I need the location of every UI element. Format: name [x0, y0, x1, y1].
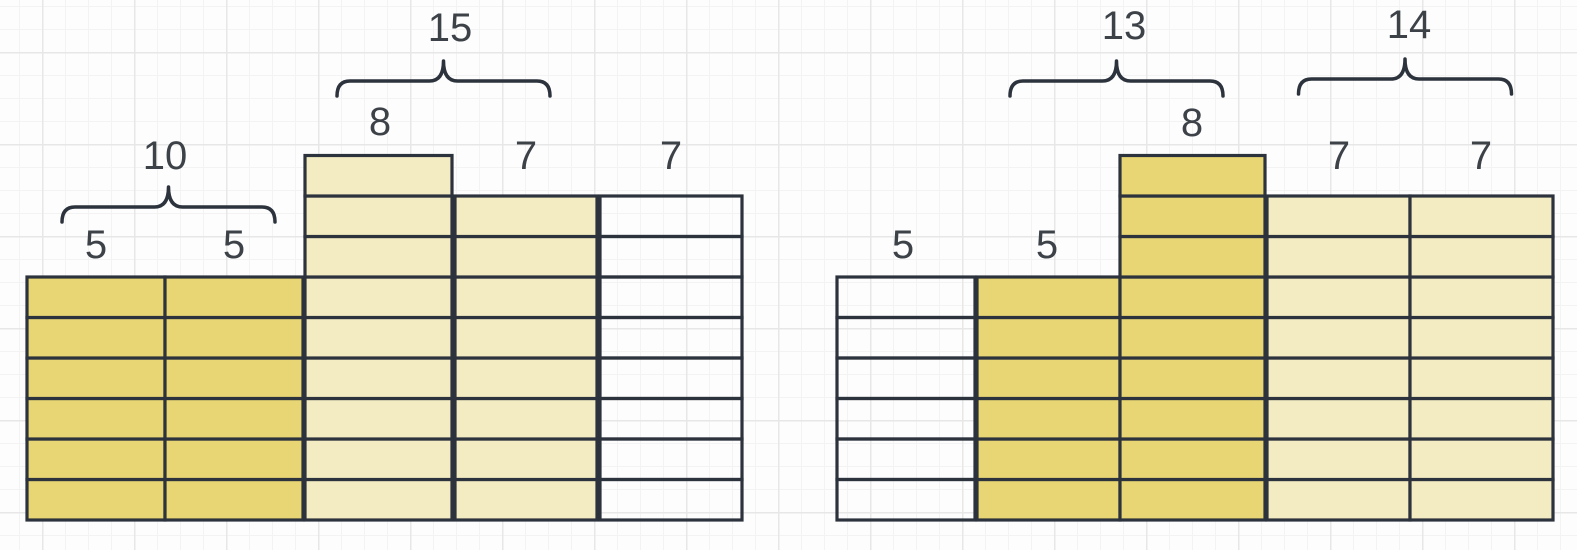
column-count-label: 5	[1036, 223, 1058, 267]
grouping-brace	[1008, 59, 1225, 98]
tile-cell-right-col4[interactable]	[1265, 437, 1412, 482]
tile-cell-left-col1[interactable]	[25, 356, 167, 401]
tile-cell-left-col5[interactable]	[598, 234, 744, 279]
tile-cell-right-col5[interactable]	[1408, 477, 1555, 522]
brace-sum-label: 14	[1387, 3, 1432, 47]
tile-cell-left-col2[interactable]	[163, 437, 305, 482]
tile-cell-left-col4[interactable]	[453, 437, 599, 482]
tile-cell-left-col5[interactable]	[598, 396, 744, 441]
tile-cell-right-col2[interactable]	[975, 275, 1122, 320]
column-count-label: 7	[660, 134, 682, 178]
brace-sum-label: 13	[1102, 4, 1147, 48]
tile-cell-left-col2[interactable]	[163, 275, 305, 320]
tile-cell-right-col4[interactable]	[1265, 356, 1412, 401]
tile-cell-right-col1[interactable]	[835, 437, 977, 482]
tile-cell-right-col3[interactable]	[1118, 356, 1267, 401]
tile-cell-right-col3[interactable]	[1118, 437, 1267, 482]
column-count-label: 8	[369, 100, 391, 144]
tile-cell-left-col5[interactable]	[598, 477, 744, 522]
tile-cell-right-col5[interactable]	[1408, 275, 1555, 320]
tile-cell-left-col4[interactable]	[453, 194, 599, 239]
tile-cell-right-col4[interactable]	[1265, 275, 1412, 320]
block-diagram-left: 5 5 8 7 7 10 15	[25, 6, 744, 522]
tile-cell-left-col3[interactable]	[303, 315, 454, 360]
tile-cell-left-col5[interactable]	[598, 437, 744, 482]
tile-cell-left-col5[interactable]	[598, 275, 744, 320]
tile-cell-right-col3[interactable]	[1118, 153, 1267, 198]
grouping-brace	[335, 59, 552, 98]
grouping-brace	[1296, 57, 1514, 96]
tile-cell-right-col1[interactable]	[835, 356, 977, 401]
tile-cell-right-col2[interactable]	[975, 437, 1122, 482]
tile-cell-right-col4[interactable]	[1265, 396, 1412, 441]
tile-cell-right-col3[interactable]	[1118, 234, 1267, 279]
tile-cell-right-col5[interactable]	[1408, 356, 1555, 401]
tile-cell-left-col4[interactable]	[453, 396, 599, 441]
tile-cell-right-col4[interactable]	[1265, 234, 1412, 279]
tile-cell-right-col1[interactable]	[835, 315, 977, 360]
tile-cell-left-col4[interactable]	[453, 275, 599, 320]
tile-cell-right-col1[interactable]	[835, 396, 977, 441]
tile-cell-left-col3[interactable]	[303, 437, 454, 482]
column-count-label: 8	[1181, 101, 1203, 145]
tile-cell-left-col4[interactable]	[453, 315, 599, 360]
tile-cell-right-col2[interactable]	[975, 477, 1122, 522]
block-diagram-right: 5 5 8 7 7 13 14	[835, 3, 1555, 522]
tile-cell-right-col3[interactable]	[1118, 275, 1267, 320]
tile-cell-right-col2[interactable]	[975, 396, 1122, 441]
tile-cell-right-col3[interactable]	[1118, 477, 1267, 522]
tile-cell-left-col5[interactable]	[598, 194, 744, 239]
tile-cell-left-col3[interactable]	[303, 234, 454, 279]
tile-cell-left-col3[interactable]	[303, 477, 454, 522]
tile-cell-right-col2[interactable]	[975, 356, 1122, 401]
column-count-label: 5	[223, 223, 245, 267]
tile-cell-left-col3[interactable]	[303, 396, 454, 441]
tile-cell-left-col2[interactable]	[163, 477, 305, 522]
tile-cell-right-col5[interactable]	[1408, 194, 1555, 239]
tile-cell-left-col2[interactable]	[163, 356, 305, 401]
tile-cell-left-col4[interactable]	[453, 477, 599, 522]
column-count-label: 7	[1470, 134, 1492, 178]
tile-cell-left-col1[interactable]	[25, 275, 167, 320]
brace-sum-label: 10	[143, 134, 188, 178]
tile-cell-right-col3[interactable]	[1118, 396, 1267, 441]
column-count-label: 5	[85, 223, 107, 267]
tile-cell-right-col5[interactable]	[1408, 396, 1555, 441]
tile-cell-right-col3[interactable]	[1118, 194, 1267, 239]
tile-cell-right-col5[interactable]	[1408, 234, 1555, 279]
tile-cell-left-col1[interactable]	[25, 315, 167, 360]
tile-cell-right-col4[interactable]	[1265, 194, 1412, 239]
grouping-brace	[60, 185, 277, 224]
tile-cell-right-col5[interactable]	[1408, 315, 1555, 360]
tile-cell-left-col5[interactable]	[598, 356, 744, 401]
tile-cell-left-col3[interactable]	[303, 356, 454, 401]
tile-cell-left-col1[interactable]	[25, 477, 167, 522]
tile-cell-right-col5[interactable]	[1408, 437, 1555, 482]
brace-sum-label: 15	[428, 6, 473, 50]
column-count-label: 7	[515, 134, 537, 178]
tile-cell-left-col4[interactable]	[453, 234, 599, 279]
tile-cell-left-col1[interactable]	[25, 396, 167, 441]
tile-cell-right-col4[interactable]	[1265, 477, 1412, 522]
tile-cell-left-col3[interactable]	[303, 153, 454, 198]
tile-cell-left-col2[interactable]	[163, 315, 305, 360]
tile-cell-right-col3[interactable]	[1118, 315, 1267, 360]
column-count-label: 5	[892, 223, 914, 267]
column-count-label: 7	[1328, 134, 1350, 178]
tile-cell-right-col4[interactable]	[1265, 315, 1412, 360]
tile-cell-left-col3[interactable]	[303, 275, 454, 320]
tile-cell-right-col1[interactable]	[835, 477, 977, 522]
tile-cell-right-col1[interactable]	[835, 275, 977, 320]
tile-cell-left-col5[interactable]	[598, 315, 744, 360]
tile-cell-left-col4[interactable]	[453, 356, 599, 401]
tile-cell-right-col2[interactable]	[975, 315, 1122, 360]
tile-cell-left-col2[interactable]	[163, 396, 305, 441]
tile-cell-left-col1[interactable]	[25, 437, 167, 482]
tile-cell-left-col3[interactable]	[303, 194, 454, 239]
